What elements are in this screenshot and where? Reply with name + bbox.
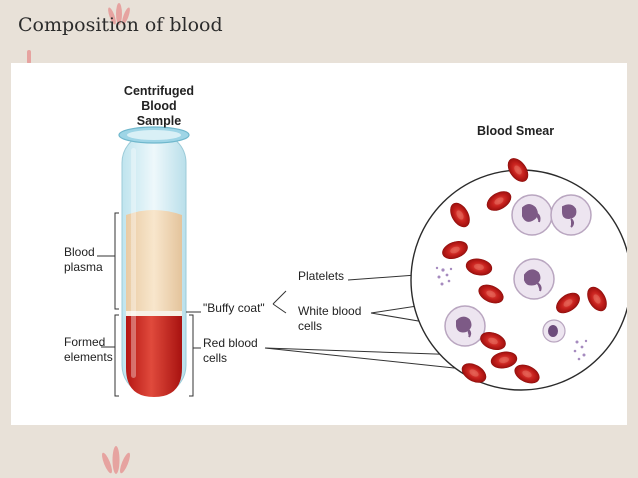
white-blood-cell xyxy=(550,194,592,236)
label-white-blood-cells-line-1: White blood xyxy=(298,304,362,318)
label-formed-elements-line-2: elements xyxy=(64,350,113,364)
decor-flower-top xyxy=(108,3,130,25)
label-white-blood-cells-line-2: cells xyxy=(298,319,323,333)
label-red-blood-cells-line-2: cells xyxy=(203,351,228,365)
label-red-blood-cells-line-1: Red blood xyxy=(203,336,258,350)
tube-title-line-1: Centrifuged xyxy=(123,84,195,98)
label-platelets: Platelets xyxy=(298,269,345,283)
plasma-bracket xyxy=(114,212,119,310)
plasma-layer xyxy=(126,210,182,313)
label-blood-plasma-line-2: plasma xyxy=(64,260,103,274)
rbc-highlights xyxy=(450,165,601,378)
formed-bracket xyxy=(114,314,119,397)
diagram-panel: Centrifuged Blood Sample Blood Smear Blo… xyxy=(11,63,627,425)
white-blood-cell xyxy=(513,258,555,300)
label-formed-elements-line-1: Formed xyxy=(64,335,106,349)
tube-title-line-2: Blood Sample xyxy=(136,99,182,128)
label-blood-plasma-line-1: Blood xyxy=(64,245,95,259)
tube-title: Centrifuged Blood Sample xyxy=(119,84,199,129)
label-formed-elements: Formed elements xyxy=(64,335,113,365)
buffy-coat-layer xyxy=(126,311,182,316)
rbc-pointer-2 xyxy=(264,347,474,371)
blood-composition-diagram xyxy=(97,126,627,397)
slide-title: Composition of blood xyxy=(18,14,223,36)
platelets-cluster xyxy=(435,266,453,286)
label-buffy-coat: "Buffy coat" xyxy=(203,301,265,315)
platelets-cluster xyxy=(573,339,588,361)
label-blood-plasma: Blood plasma xyxy=(64,245,103,275)
blood-smear xyxy=(410,158,627,391)
white-blood-cell xyxy=(444,305,486,347)
test-tube xyxy=(118,126,190,397)
label-red-blood-cells: Red blood cells xyxy=(203,336,258,366)
red-cell-layer xyxy=(126,316,182,397)
decor-mark-left xyxy=(27,50,31,64)
white-blood-cell xyxy=(511,194,553,236)
monocyte-cell xyxy=(542,319,566,343)
smear-title: Blood Smear xyxy=(477,124,555,138)
buffy-fork xyxy=(272,290,287,314)
decor-flower-bottom xyxy=(102,446,130,474)
red-cells-bracket xyxy=(189,314,194,397)
label-white-blood-cells: White blood cells xyxy=(298,304,361,334)
